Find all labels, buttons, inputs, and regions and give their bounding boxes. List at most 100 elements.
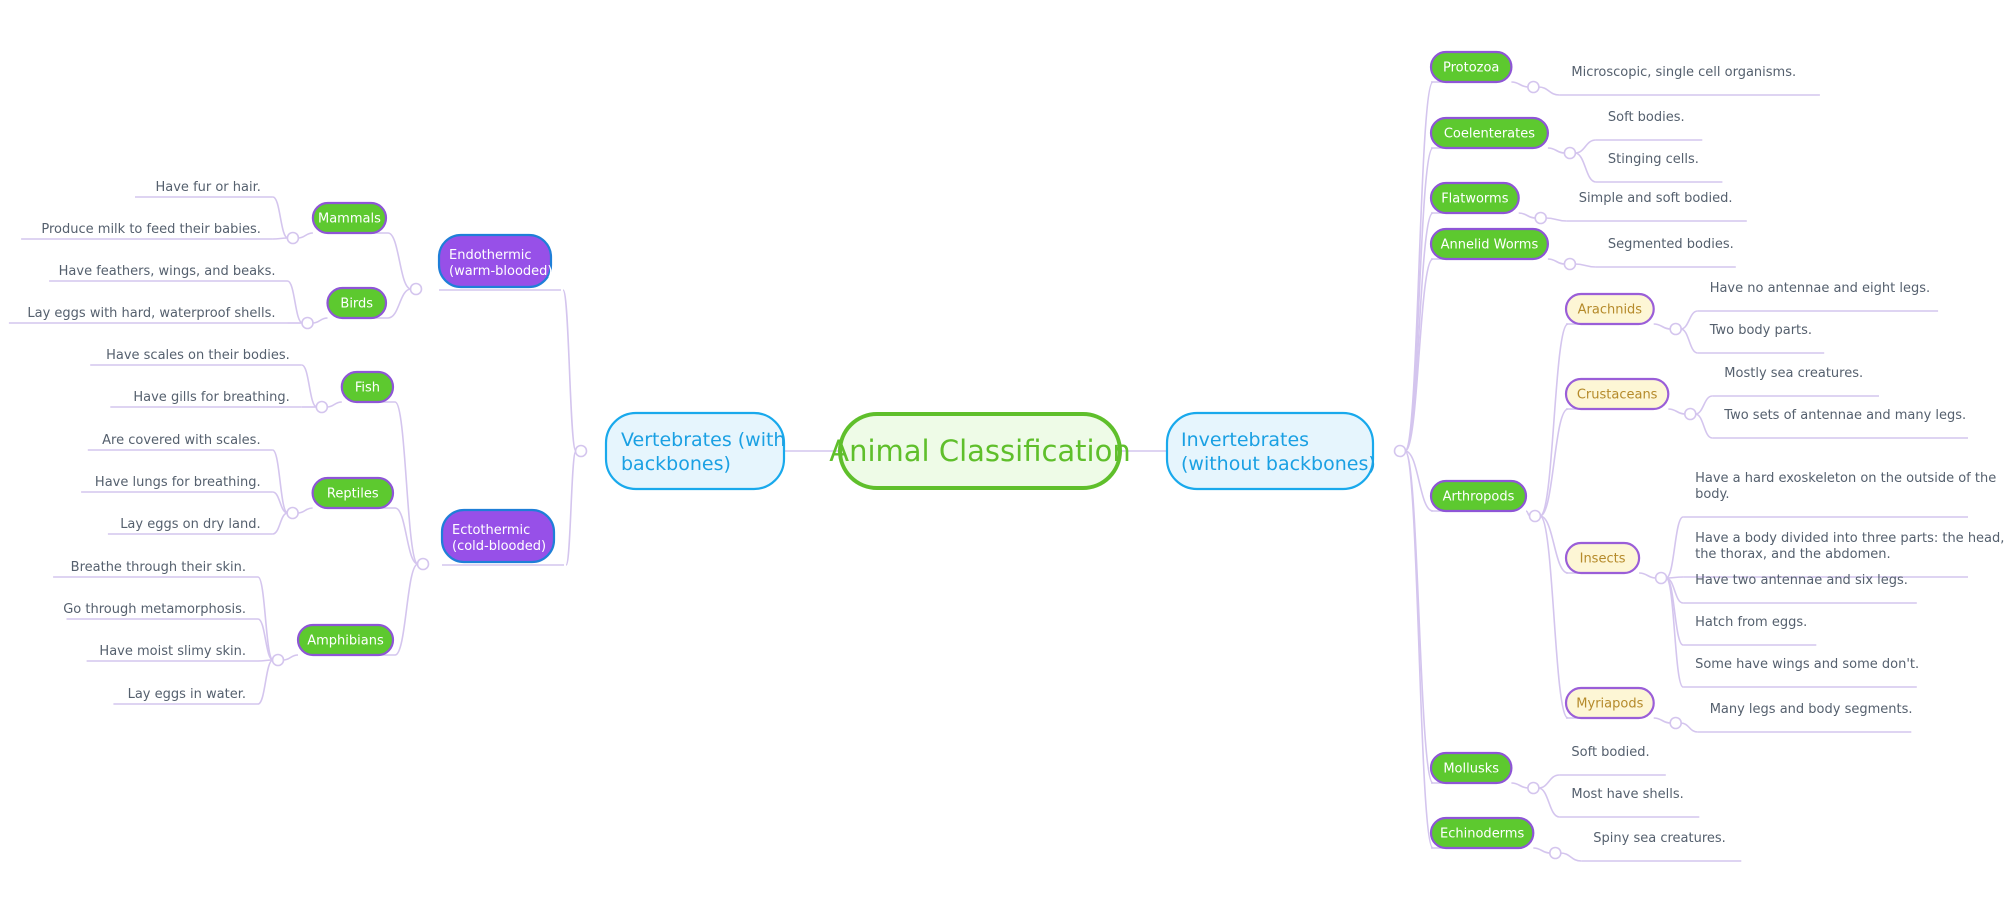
connector-line xyxy=(387,232,412,290)
subgroup-arachnids-shape[interactable] xyxy=(1564,292,1655,326)
group-birds-label: Birds xyxy=(340,297,373,312)
subgroup-collapse-toggle[interactable] xyxy=(1669,716,1682,730)
category-collapse-toggle[interactable] xyxy=(416,557,430,571)
group-flatworms-shape[interactable] xyxy=(1429,181,1520,215)
group-collapse-toggle[interactable] xyxy=(301,316,314,330)
group-coelenterates[interactable]: Coelenterates xyxy=(1429,116,1550,150)
connector-line xyxy=(1539,515,1569,719)
subgroup-crustaceans[interactable]: Crustaceans xyxy=(1564,377,1670,411)
group-collapse-toggle[interactable] xyxy=(1527,80,1540,94)
group-birds-shape[interactable] xyxy=(326,286,388,320)
fact-text: Produce milk to feed their babies. xyxy=(41,222,261,237)
group-protozoa[interactable]: Protozoa xyxy=(1429,50,1513,84)
group-mollusks[interactable]: Mollusks xyxy=(1429,751,1513,785)
group-mammals-label: Mammals xyxy=(318,212,381,227)
connector-line xyxy=(1539,323,1569,517)
group-amphibians[interactable]: Amphibians xyxy=(296,623,395,657)
group-collapse-toggle[interactable] xyxy=(1549,846,1562,860)
group-annelid-worms[interactable]: Annelid Worms xyxy=(1429,227,1550,261)
connector-line xyxy=(1538,86,1560,96)
connector-line xyxy=(297,232,313,239)
connector-line xyxy=(1653,717,1671,724)
branch-label-line: (without backbones) xyxy=(1181,453,1376,475)
connector-line xyxy=(1680,310,1698,330)
branch-vertebrates[interactable] xyxy=(604,411,786,491)
fact-text: Have a hard exoskeleton on the outside o… xyxy=(1695,471,1996,502)
group-protozoa-shape[interactable] xyxy=(1429,50,1513,84)
fact-text: Have fur or hair. xyxy=(156,180,261,195)
group-arthropods-label: Arthropods xyxy=(1443,490,1515,505)
connector-line xyxy=(1545,217,1567,222)
group-collapse-toggle[interactable] xyxy=(1528,509,1542,523)
group-echinoderms-shape[interactable] xyxy=(1429,816,1535,850)
central-topic[interactable] xyxy=(838,412,1122,490)
connector-line xyxy=(1560,852,1582,862)
group-fish[interactable]: Fish xyxy=(340,370,395,404)
group-fish-shape[interactable] xyxy=(340,370,395,404)
group-reptiles-shape[interactable] xyxy=(311,476,395,510)
group-annelid-worms-shape[interactable] xyxy=(1429,227,1550,261)
subgroup-myriapods-shape[interactable] xyxy=(1564,686,1655,720)
group-mammals[interactable]: Mammals xyxy=(311,201,388,235)
connector-line xyxy=(1680,328,1698,354)
central-topic-label: Animal Classification xyxy=(829,434,1130,468)
category-label-line: Endothermic xyxy=(449,248,532,263)
group-protozoa-label: Protozoa xyxy=(1443,61,1499,76)
group-mammals-shape[interactable] xyxy=(311,201,388,235)
group-collapse-toggle[interactable] xyxy=(286,231,300,245)
subgroup-collapse-toggle[interactable] xyxy=(1684,407,1697,421)
group-collapse-toggle[interactable] xyxy=(1563,146,1577,160)
connector-line xyxy=(394,507,419,565)
group-collapse-toggle[interactable] xyxy=(315,400,329,414)
subgroup-collapse-toggle[interactable] xyxy=(1669,322,1682,336)
group-coelenterates-shape[interactable] xyxy=(1429,116,1550,150)
subgroup-insects-label: Insects xyxy=(1580,552,1626,567)
branch-label-line: backbones) xyxy=(621,453,731,475)
group-arthropods-shape[interactable] xyxy=(1429,479,1528,513)
category-label-line: Ectothermic xyxy=(452,523,530,538)
fact-text: Go through metamorphosis. xyxy=(63,602,246,617)
group-flatworms-label: Flatworms xyxy=(1441,192,1509,207)
subgroup-collapse-toggle[interactable] xyxy=(1654,571,1668,585)
group-amphibians-shape[interactable] xyxy=(296,623,395,657)
connector-line xyxy=(1539,408,1569,517)
group-mollusks-shape[interactable] xyxy=(1429,751,1513,785)
connector-line xyxy=(257,576,274,661)
subgroup-myriapods[interactable]: Myriapods xyxy=(1564,686,1655,720)
fact-text: Hatch from eggs. xyxy=(1695,615,1807,630)
category-endothermic[interactable] xyxy=(437,233,553,289)
branch-invertebrates[interactable] xyxy=(1165,411,1375,491)
group-collapse-toggle[interactable] xyxy=(1534,211,1547,225)
vertebrates-collapse-toggle[interactable] xyxy=(574,444,588,458)
subgroup-insects-shape[interactable] xyxy=(1564,541,1641,575)
connector-line xyxy=(1574,152,1597,183)
invertebrates-collapse-toggle[interactable] xyxy=(1393,444,1407,458)
group-birds[interactable]: Birds xyxy=(326,286,388,320)
fact-text: Stinging cells. xyxy=(1608,152,1699,167)
group-collapse-toggle[interactable] xyxy=(271,653,285,667)
group-collapse-toggle[interactable] xyxy=(1527,781,1540,795)
fact-text: Segmented bodies. xyxy=(1608,237,1734,252)
subgroup-arachnids[interactable]: Arachnids xyxy=(1564,292,1655,326)
group-collapse-toggle[interactable] xyxy=(286,506,299,520)
fact-text: Some have wings and some don't. xyxy=(1695,657,1919,672)
connector-line xyxy=(1538,774,1560,789)
group-flatworms[interactable]: Flatworms xyxy=(1429,181,1520,215)
fact-text: Have lungs for breathing. xyxy=(95,475,261,490)
subgroup-crustaceans-shape[interactable] xyxy=(1564,377,1670,411)
group-echinoderms[interactable]: Echinoderms xyxy=(1429,816,1535,850)
group-arthropods[interactable]: Arthropods xyxy=(1429,479,1528,513)
group-collapse-toggle[interactable] xyxy=(1563,257,1577,271)
connector-line xyxy=(326,401,342,408)
category-collapse-toggle[interactable] xyxy=(409,282,423,296)
subgroup-insects[interactable]: Insects xyxy=(1564,541,1641,575)
connector-line xyxy=(565,450,577,566)
connector-line xyxy=(1665,577,1684,688)
category-ectothermic[interactable] xyxy=(440,508,556,564)
group-reptiles[interactable]: Reptiles xyxy=(311,476,395,510)
connector-line xyxy=(272,491,288,514)
